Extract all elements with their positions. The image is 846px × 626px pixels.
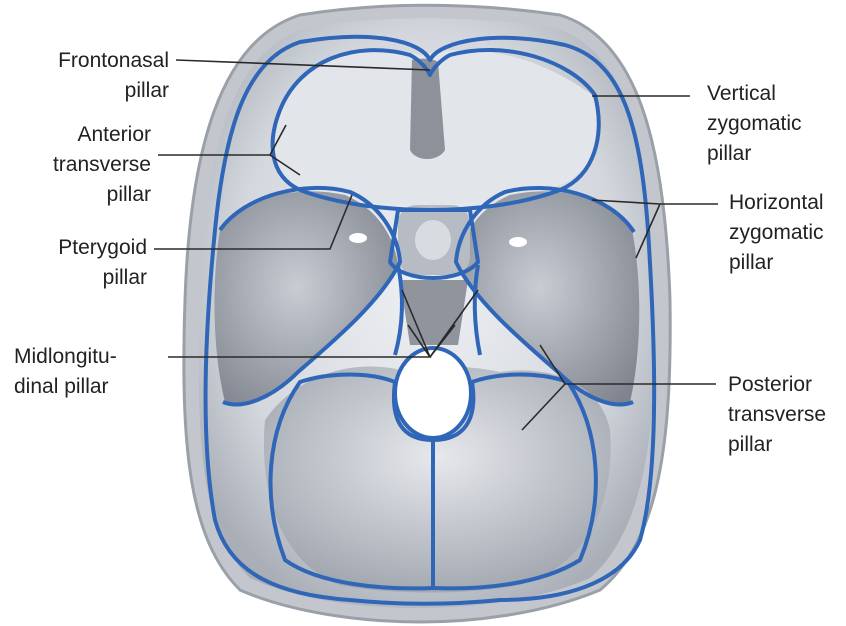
foramen-right [509,237,527,247]
foramen-left [349,233,367,243]
label-frontonasal-pillar: Frontonasal pillar [58,46,169,106]
label-pterygoid-pillar: Pterygoid pillar [58,233,147,293]
pituitary-fossa [415,220,451,260]
label-horizontal-zygomatic-pillar: Horizontal zygomatic pillar [729,188,824,278]
label-posterior-transverse-pillar: Posterior transverse pillar [728,370,826,460]
label-vertical-zygomatic-pillar: Vertical zygomatic pillar [707,79,802,169]
label-anterior-transverse-pillar: Anterior transverse pillar [53,120,151,210]
clivus [400,280,468,345]
label-midlongitudinal-pillar: Midlongitu- dinal pillar [14,342,117,402]
foramen-magnum [395,348,471,438]
